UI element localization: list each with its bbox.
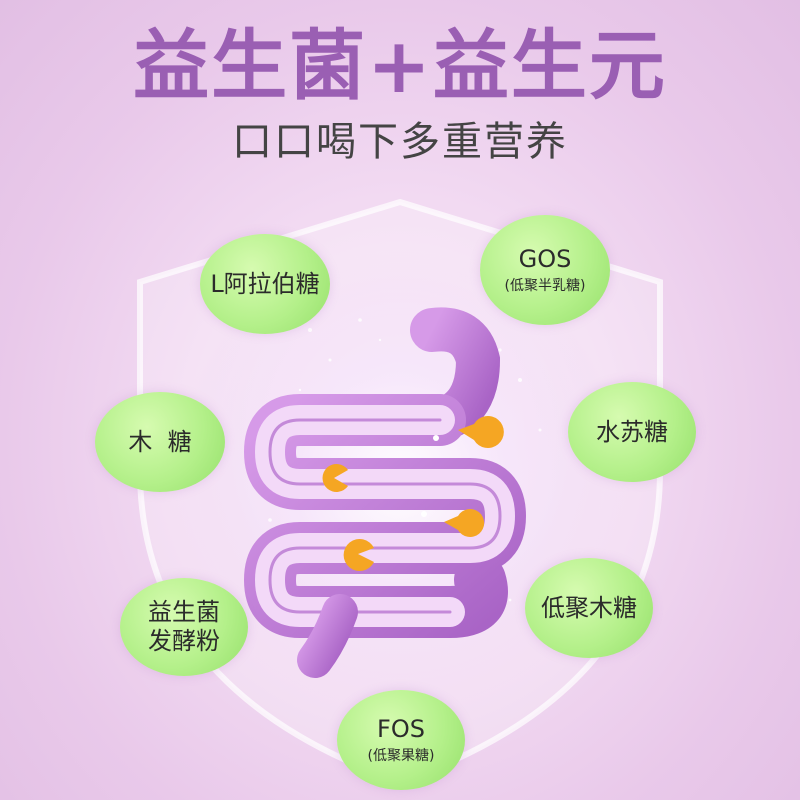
ingredient-label: GOS [518,245,572,274]
ingredient-bubble-stachyose: 水苏糖 [568,382,696,482]
page-subtitle: 口口喝下多重营养 [232,119,568,165]
ingredient-label: FOS [377,715,425,744]
ingredient-label: 益生菌 [148,598,220,627]
ingredient-bubble-arabinose: L阿拉伯糖 [200,234,330,334]
ingredient-sublabel: (低聚果糖) [367,748,435,764]
ingredient-label-line2: 发酵粉 [148,627,220,655]
ingredient-label: 水苏糖 [596,417,668,446]
page-title: 益生菌+益生元 [133,21,667,110]
ingredient-sublabel: (低聚半乳糖) [504,278,586,294]
intestine-icon [244,307,526,678]
probiotic-pacman-icon [322,415,504,571]
ingredient-bubble-xylose: 木 糖 [95,392,225,492]
ingredient-bubble-probiotic-powder: 益生菌 发酵粉 [120,578,248,676]
ingredient-label: 低聚木糖 [541,593,637,622]
ingredient-bubble-xos: 低聚木糖 [525,558,653,658]
ingredient-bubble-gos: GOS (低聚半乳糖) [480,215,610,325]
ingredient-label: 木 糖 [128,427,192,456]
ingredient-label: L阿拉伯糖 [210,269,320,298]
ingredient-bubble-fos: FOS (低聚果糖) [337,690,465,790]
